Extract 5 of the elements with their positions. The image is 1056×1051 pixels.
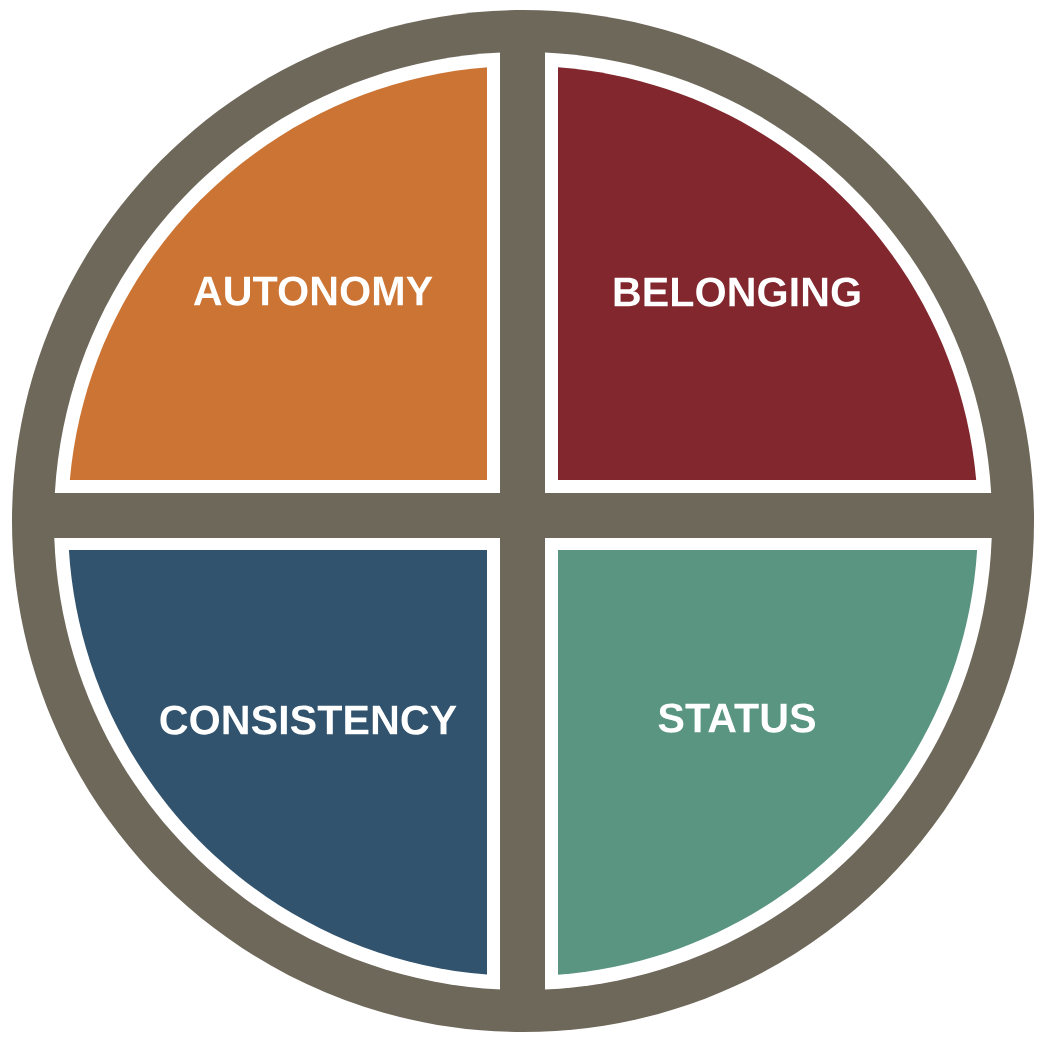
quadrant-label: CONSISTENCY bbox=[160, 705, 457, 735]
quadrant-label: AUTONOMY bbox=[193, 276, 433, 306]
quadrant bbox=[545, 538, 992, 990]
quadrant-label: BELONGING bbox=[614, 277, 860, 307]
quadrant-label: STATUS bbox=[658, 703, 815, 733]
